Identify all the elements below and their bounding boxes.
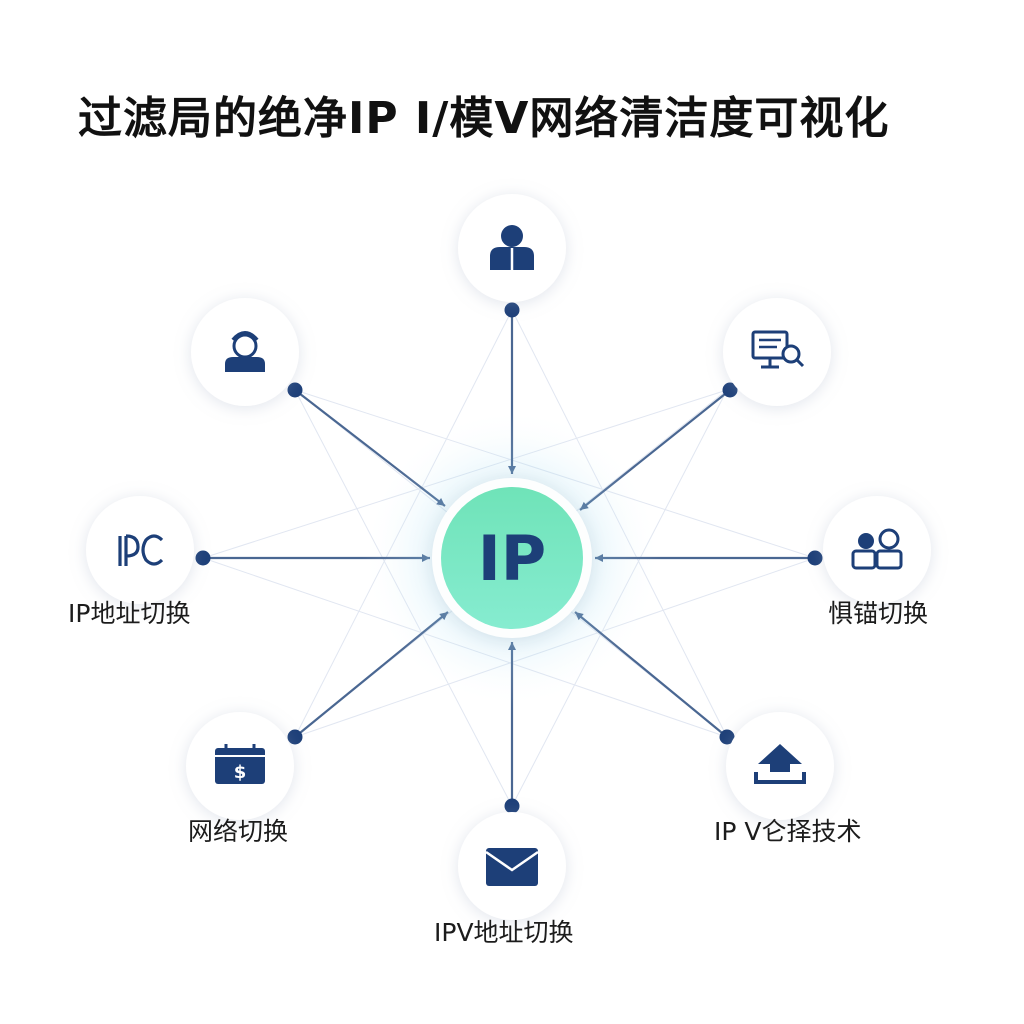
connector-dot-upper-left	[287, 382, 303, 398]
connector-dot-lower-right	[719, 729, 735, 745]
ip-switch-icon	[118, 534, 164, 566]
connector-dot-upper-right	[722, 382, 738, 398]
node-lower-left[interactable]: $	[186, 712, 294, 820]
node-circle-upper-left[interactable]	[191, 298, 299, 406]
node-circle-right[interactable]	[823, 496, 931, 604]
connector-dot-right	[807, 550, 823, 566]
node-circle-upper-right[interactable]	[723, 298, 831, 406]
node-label-right: 惧锚切换	[828, 599, 929, 628]
envelope-icon	[485, 848, 539, 886]
svg-text:$: $	[234, 762, 247, 783]
connector-dot-left	[195, 550, 211, 566]
node-upper-right[interactable]	[723, 298, 831, 406]
node-label-bottom: IPV地址切换	[434, 918, 574, 947]
node-circle-left[interactable]	[86, 496, 194, 604]
node-top[interactable]	[458, 194, 566, 302]
group-icon	[851, 528, 903, 570]
person-icon	[490, 225, 534, 270]
monitor-search-icon	[751, 330, 805, 369]
upload-tray-icon	[754, 744, 806, 784]
node-left[interactable]	[86, 496, 194, 604]
connector-dot-bottom	[504, 798, 520, 814]
center-label: IP	[478, 522, 547, 595]
node-layer: $	[86, 194, 931, 920]
node-bottom[interactable]	[458, 812, 566, 920]
node-label-left: IP地址切换	[68, 599, 191, 628]
node-upper-left[interactable]	[191, 298, 299, 406]
center-node[interactable]	[441, 487, 583, 629]
connector-dot-lower-left	[287, 729, 303, 745]
page-title: 过滤局的绝净IP I/模V网络清洁度可视化	[78, 93, 890, 144]
node-right[interactable]	[823, 496, 931, 604]
node-label-lower-left: 网络切换	[188, 817, 289, 846]
dollar-card-icon: $	[215, 744, 265, 784]
node-lower-right[interactable]	[726, 712, 834, 820]
node-label-lower-right: IP V仑择技术	[714, 817, 862, 846]
support-agent-icon	[225, 331, 265, 372]
connector-dot-top	[504, 302, 520, 318]
